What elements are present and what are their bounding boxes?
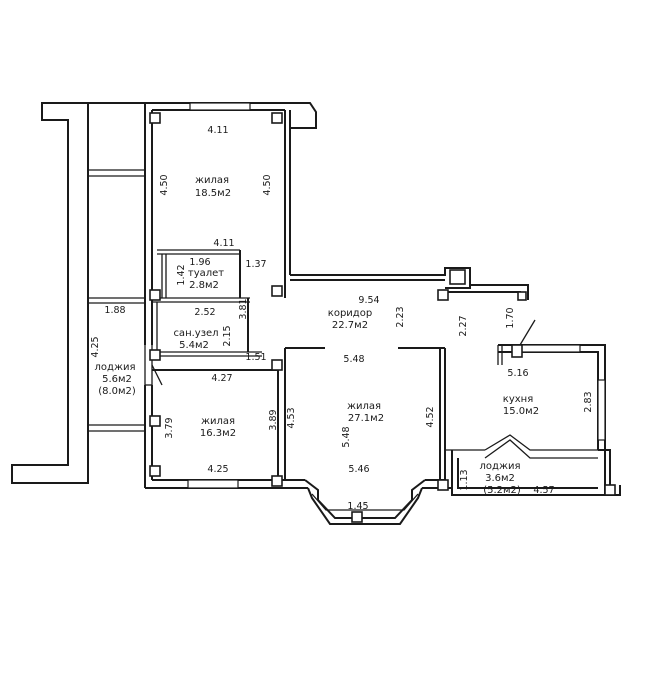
- dim-label: 1.45: [347, 501, 368, 512]
- column: [511, 344, 523, 358]
- dim-label: 2.15: [222, 325, 233, 346]
- dim-label: 5.48: [341, 426, 352, 447]
- room-area-kitchen: 15.0м2: [503, 406, 539, 417]
- dim-label: 5.16: [507, 368, 528, 379]
- dim-label: 4.11: [213, 238, 234, 249]
- dim-label: 3.89: [268, 409, 279, 430]
- room-name-bedroom2: жилая: [201, 416, 235, 427]
- room-name-bathroom: сан.узел: [173, 328, 218, 339]
- dim-label: 4.25: [207, 464, 228, 475]
- column: [271, 112, 283, 124]
- column: [149, 415, 161, 427]
- column: [437, 479, 449, 491]
- interior-walls: [144, 249, 536, 480]
- window-top: [189, 102, 251, 111]
- column: [449, 269, 466, 285]
- room-area-toilet: 2.8м2: [189, 280, 219, 291]
- dim-label: 3.79: [164, 417, 175, 438]
- windows: [187, 102, 606, 489]
- column: [149, 465, 161, 477]
- room-labels: жилая 18.5м2 туалет 2.8м2 сан.узел 5.4м2…: [95, 175, 540, 496]
- dim-label: 3.81: [238, 298, 249, 319]
- dim-label: 1.96: [189, 257, 210, 268]
- column: [604, 484, 616, 496]
- dim-label: 4.11: [207, 125, 228, 136]
- column: [149, 289, 161, 301]
- dim-label: 1.13: [459, 469, 470, 490]
- dim-label: 2.52: [194, 307, 215, 318]
- column: [271, 359, 283, 371]
- room-name-bedroom1: жилая: [195, 175, 229, 186]
- room-name-toilet: туалет: [188, 268, 224, 279]
- dim-label: 4.27: [211, 373, 232, 384]
- room-area-total-loggia-left: (8.0м2): [98, 386, 136, 397]
- room-area-bedroom1: 18.5м2: [195, 188, 231, 199]
- dim-label: 2.27: [458, 315, 469, 336]
- room-area-loggia-left: 5.6м2: [102, 374, 132, 385]
- room-area-loggia-right: 3.6м2: [485, 473, 515, 484]
- dim-label: 1.88: [104, 305, 125, 316]
- room-name-living: жилая: [347, 401, 381, 412]
- loggia-left-walls: [11, 102, 145, 484]
- dim-label: 5.46: [348, 464, 369, 475]
- dim-label: 1.70: [505, 307, 516, 328]
- window-kitchen-top: [519, 344, 581, 353]
- dim-label: 5.48: [343, 354, 364, 365]
- dim-label: 4.25: [90, 336, 101, 357]
- window-bedroom2: [187, 479, 239, 489]
- room-name-loggia-left: лоджия: [95, 362, 136, 373]
- room-area-living: 27.1м2: [348, 413, 384, 424]
- dim-label: 4.53: [286, 407, 297, 428]
- outer-walls: [144, 102, 621, 525]
- room-name-corridor: коридор: [328, 308, 372, 319]
- dim-label: 1.42: [176, 264, 187, 285]
- column: [149, 112, 161, 124]
- dim-label: 4.57: [533, 485, 554, 496]
- dim-label: 4.50: [262, 174, 273, 195]
- dim-label: 1.51: [245, 352, 266, 363]
- column: [437, 289, 449, 301]
- room-name-loggia-right: лоджия: [480, 461, 521, 472]
- column: [271, 285, 283, 297]
- room-area-corridor: 22.7м2: [332, 320, 368, 331]
- dim-label: 4.52: [425, 406, 436, 427]
- dimension-labels: 4.11 4.50 4.50 4.11 1.96 1.37 1.42 1.88 …: [90, 125, 594, 512]
- column: [271, 475, 283, 487]
- window-right: [597, 379, 606, 441]
- column: [351, 511, 363, 523]
- room-area-bathroom: 5.4м2: [179, 340, 209, 351]
- dim-label: 1.37: [245, 259, 266, 270]
- column: [517, 291, 527, 301]
- dim-label: 2.83: [583, 391, 594, 412]
- room-area-total-loggia-right: (5.2м2): [483, 485, 521, 496]
- room-name-kitchen: кухня: [503, 394, 533, 405]
- dim-label: 2.23: [395, 306, 406, 327]
- dim-label: 9.54: [358, 295, 379, 306]
- column: [149, 349, 161, 361]
- dim-label: 4.50: [159, 174, 170, 195]
- room-area-bedroom2: 16.3м2: [200, 428, 236, 439]
- columns: [149, 112, 616, 523]
